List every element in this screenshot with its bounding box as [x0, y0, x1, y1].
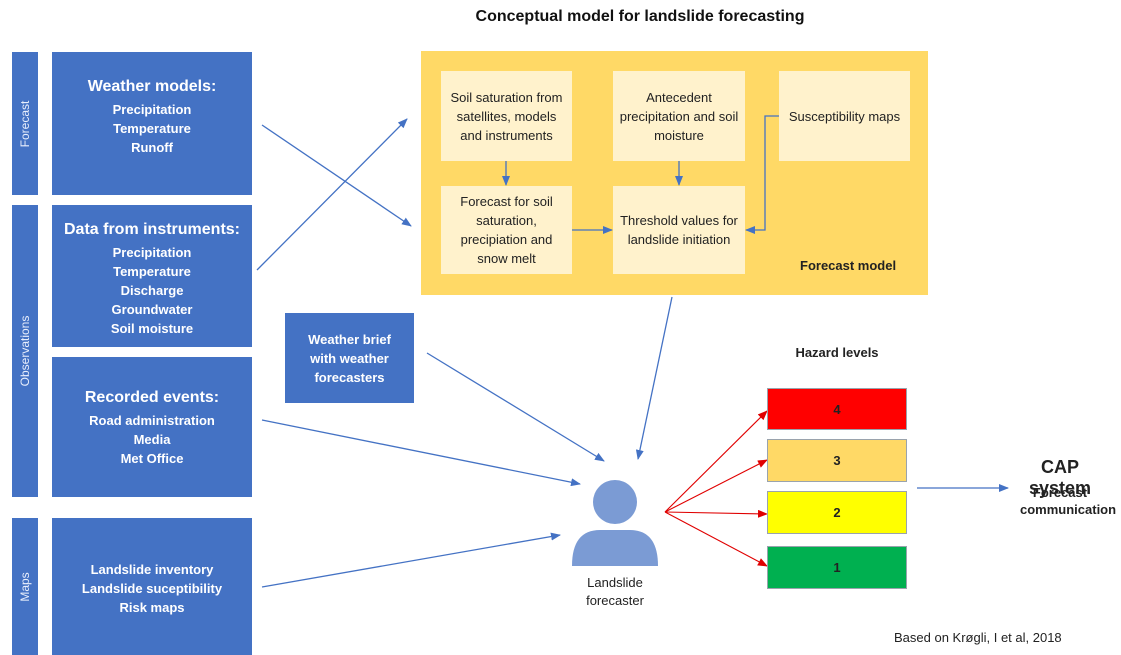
sidebar-forecast: Forecast [12, 52, 38, 195]
weather-models-heading: Weather models: [87, 78, 217, 95]
hazard-level-3: 3 [767, 439, 907, 482]
hazard-level-2: 2 [767, 491, 907, 534]
recorded-events-heading: Recorded events: [84, 389, 220, 406]
hazard-level-4-label: 4 [833, 401, 841, 417]
list-item: Discharge [120, 283, 184, 298]
cap-title: CAP system [1028, 457, 1092, 498]
arrow-maps-to-forecaster [261, 532, 561, 588]
arrow-events-to-forecaster [261, 419, 581, 487]
diagram-title: Conceptual model for landslide forecasti… [475, 8, 805, 25]
list-item: Soil moisture [110, 321, 194, 336]
sidebar-observations: Observations [12, 205, 38, 497]
antecedent-box: Antecedent precipitation and soil moistu… [613, 71, 745, 161]
weather-brief-box: Weather brief with weather forecasters [285, 313, 414, 403]
list-item: Risk maps [119, 600, 185, 615]
susceptibility-box: Susceptibility maps [779, 71, 910, 161]
antecedent-text: Antecedent precipitation and soil moistu… [619, 89, 739, 143]
hazard-level-3-label: 3 [833, 453, 841, 468]
threshold-box: Threshold values for landslide initiatio… [613, 186, 745, 274]
arrow-susceptibility-to-threshold [745, 115, 779, 234]
recorded-events-box: Recorded events: Road administration Med… [52, 357, 252, 497]
arrow-to-level-2 [664, 509, 768, 518]
hazard-level-1-label: 1 [833, 560, 841, 575]
list-item: Landslide suceptibility [81, 581, 223, 596]
susceptibility-text: Susceptibility maps [788, 108, 901, 124]
list-item: Met Office [120, 451, 184, 466]
list-item: Runoff [131, 140, 173, 155]
threshold-text: Threshold values for landslide initiatio… [620, 213, 738, 247]
hazard-level-4: 4 [767, 388, 907, 430]
forecast-soil-box: Forecast for soil saturation, precipiati… [441, 186, 572, 274]
soil-saturation-text: Soil saturation from satellites, models … [450, 89, 563, 143]
sidebar-maps: Maps [12, 518, 38, 655]
weather-brief-text: Weather brief with weather forecasters [308, 331, 391, 385]
arrow-to-level-1 [664, 511, 768, 567]
list-item: Precipitation [112, 245, 192, 260]
forecast-soil-text: Forecast for soil saturation, precipiati… [460, 194, 553, 266]
arrow-to-level-3 [664, 459, 768, 513]
arrow-weather-to-model [261, 124, 412, 227]
hazard-heading: Hazard levels [795, 345, 879, 360]
list-item: Groundwater [111, 302, 193, 317]
list-item: Precipitation [112, 102, 192, 117]
cap-subtitle: Forecast communication [1020, 485, 1117, 517]
list-item: Temperature [113, 121, 191, 136]
forecaster-label: Landslide forecaster [586, 575, 644, 608]
list-item: Temperature [113, 264, 191, 279]
maps-box: Landslide inventory Landslide suceptibil… [52, 518, 252, 655]
hazard-level-2-label: 2 [833, 505, 841, 520]
instruments-box: Data from instruments: Precipitation Tem… [52, 205, 252, 347]
arrow-to-level-4 [664, 410, 768, 513]
list-item: Landslide inventory [90, 562, 214, 577]
weather-models-box: Weather models: Precipitation Temperatur… [52, 52, 252, 195]
arrow-instruments-to-model [256, 118, 408, 271]
person-icon [572, 480, 658, 566]
instruments-heading: Data from instruments: [63, 221, 241, 238]
hazard-level-1: 1 [767, 546, 907, 589]
list-item: Media [133, 432, 171, 447]
arrow-model-to-forecaster [635, 296, 673, 460]
list-item: Road administration [89, 413, 215, 428]
soil-saturation-box: Soil saturation from satellites, models … [441, 71, 572, 161]
forecast-model-label: Forecast model [800, 258, 897, 273]
source-citation: Based on Krøgli, I et al, 2018 [894, 630, 1062, 645]
arrow-brief-to-forecaster [426, 352, 605, 462]
